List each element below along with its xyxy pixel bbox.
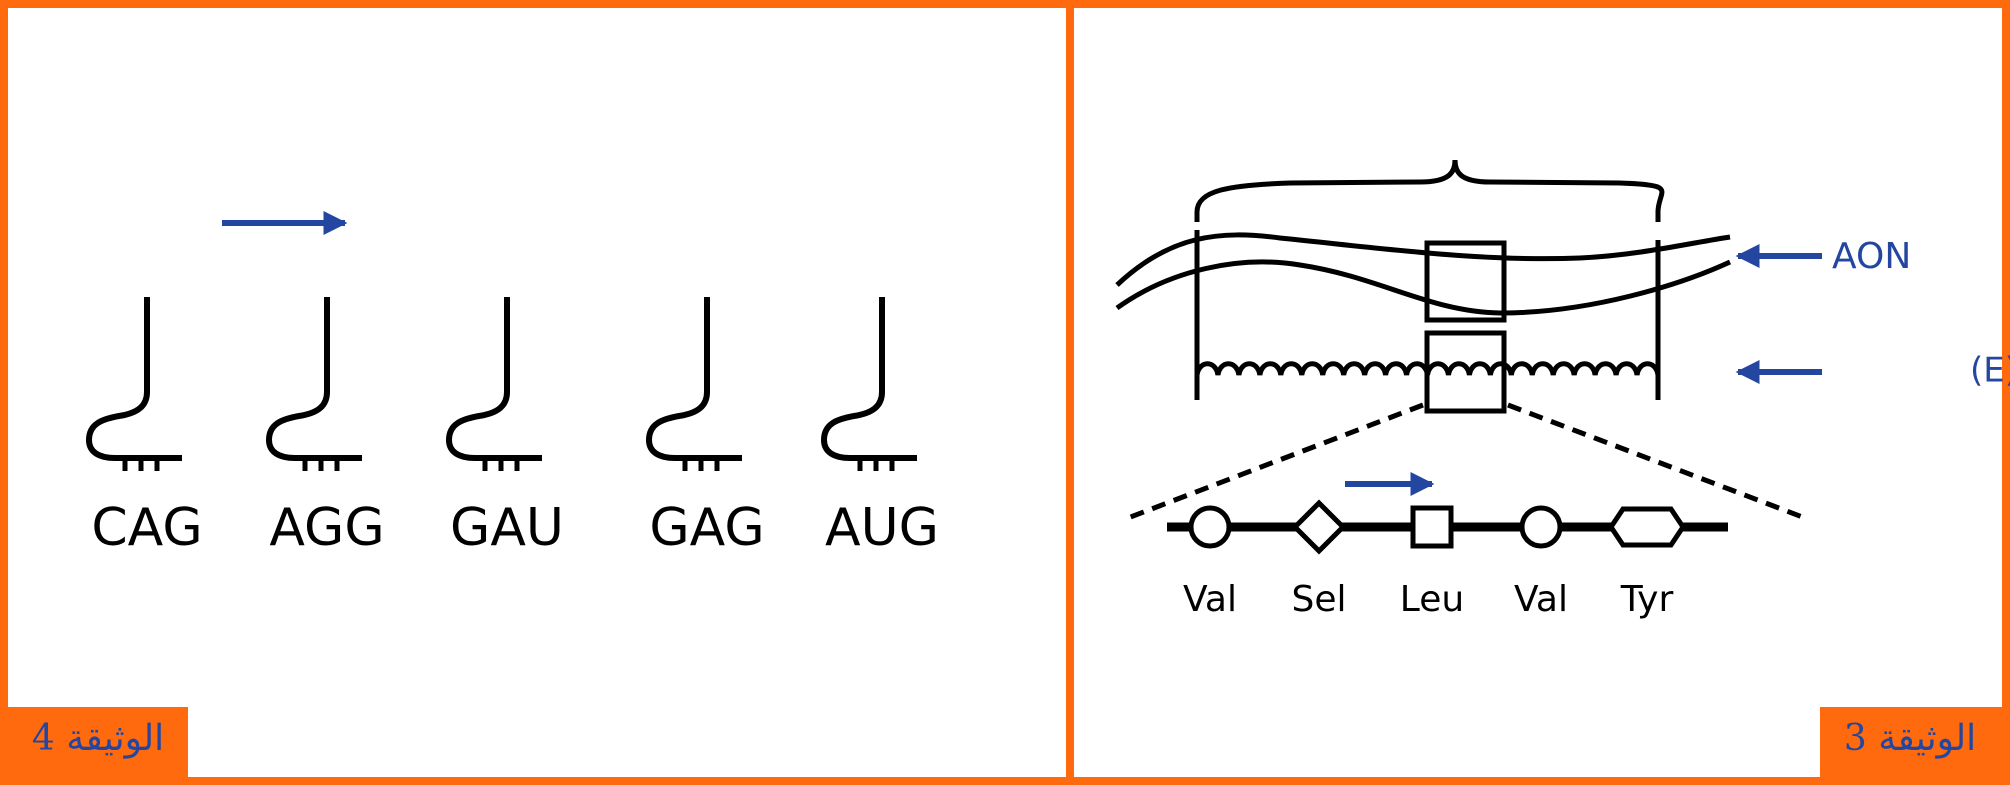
codon-labels: CAG AGG GAU GAG AUG bbox=[91, 498, 939, 558]
document-4-panel: CAG AGG GAU GAG AUG الوثيقة 4 bbox=[8, 211, 939, 777]
amino-acid-circle bbox=[1188, 505, 1232, 549]
trna-molecule bbox=[265, 297, 362, 471]
amino-acid-group bbox=[1188, 499, 1687, 555]
zoom-line-left bbox=[1127, 402, 1424, 521]
document-4-badge bbox=[8, 707, 188, 777]
trna-strand bbox=[645, 297, 742, 461]
aon-label: AON bbox=[1832, 236, 1911, 277]
amino-acid-circle bbox=[1519, 505, 1563, 549]
amino-acid-square bbox=[1410, 505, 1454, 549]
codon-label: CAG bbox=[91, 498, 202, 558]
enzyme-label: الانزيم (E) bbox=[1970, 351, 2010, 391]
amino-acid-label: Leu bbox=[1400, 579, 1464, 620]
enzyme-zoom-box bbox=[1424, 330, 1507, 414]
amino-acid-label: Val bbox=[1183, 579, 1237, 620]
zoom-line-right bbox=[1507, 402, 1806, 521]
codon-label: AUG bbox=[825, 498, 939, 558]
trna-strand bbox=[820, 297, 917, 461]
amino-acid-hexagon bbox=[1607, 506, 1687, 548]
aon-target-box bbox=[1424, 240, 1507, 323]
trna-group bbox=[85, 297, 917, 471]
amino-acid-label: Tyr bbox=[1620, 579, 1674, 620]
trna-molecule bbox=[85, 297, 182, 471]
amino-acid-label: Sel bbox=[1291, 579, 1346, 620]
region-brace bbox=[1194, 159, 1665, 222]
document-3-tag: الوثيقة 3 bbox=[1844, 718, 1976, 759]
trna-molecule bbox=[445, 297, 542, 471]
aon-strand-lower bbox=[1115, 259, 1732, 316]
trna-strand bbox=[445, 297, 542, 461]
document-3-badge bbox=[1820, 707, 2002, 777]
codon-label: AGG bbox=[269, 498, 384, 558]
aon-strand-upper bbox=[1115, 232, 1731, 287]
codon-label: GAU bbox=[450, 498, 564, 558]
trna-strand bbox=[85, 297, 182, 461]
amino-acid-diamond bbox=[1291, 499, 1347, 555]
amino-acid-labels: Val Sel Leu Val Tyr bbox=[1183, 579, 1673, 620]
amino-acid-label: Val bbox=[1514, 579, 1568, 620]
trna-molecule bbox=[645, 297, 742, 471]
document-3-panel: AON الانزيم (E) Val Sel Leu Val Tyr الوثيقة … bbox=[1115, 159, 2010, 777]
trna-strand bbox=[265, 297, 362, 461]
document-4-tag: الوثيقة 4 bbox=[32, 718, 164, 759]
trna-molecule bbox=[820, 297, 917, 471]
codon-label: GAG bbox=[649, 498, 764, 558]
